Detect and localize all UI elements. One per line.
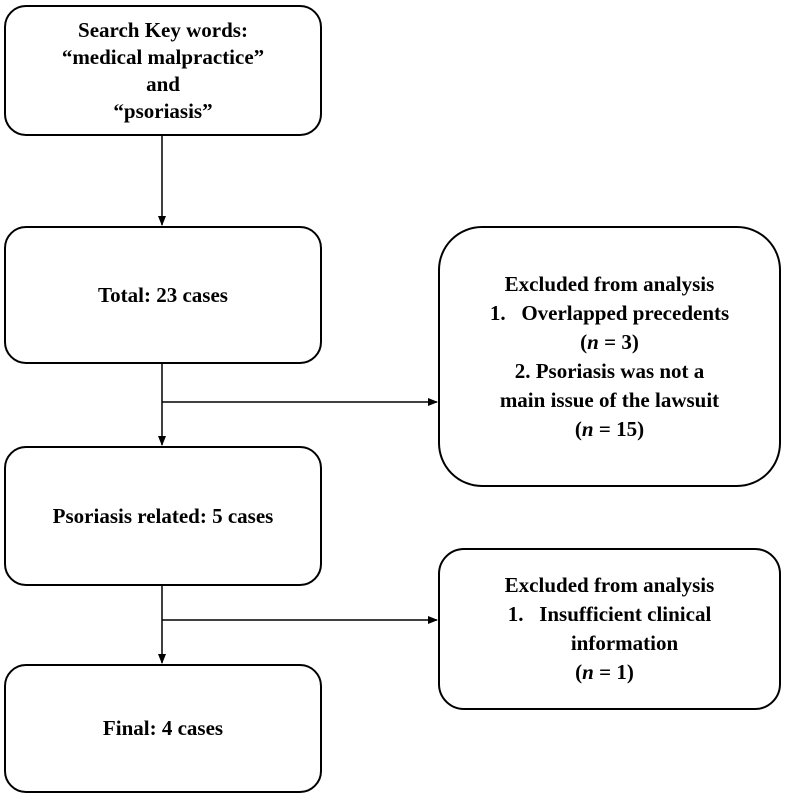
- exclusion-1-item-2-count: (n = 15): [574, 416, 645, 441]
- search-keywords-label: Search Key words:: [78, 17, 248, 42]
- psoriasis-related-box: Psoriasis related: 5 cases: [4, 446, 322, 586]
- search-term-2: “psoriasis”: [113, 98, 213, 123]
- exclusion-2-item-1-count: (n = 1): [575, 660, 634, 684]
- total-cases-text: Total: 23 cases: [98, 282, 228, 307]
- exclusion-1-item-2-n: n: [581, 416, 594, 441]
- exclusion-1-item-1-count: (n = 3): [580, 329, 639, 354]
- exclusion-2-item-1-value: = 1: [593, 660, 627, 684]
- exclusion-2-item-1-line-1: 1. Insufficient clinical: [507, 602, 712, 626]
- exclusion-1-title: Excluded from analysis: [504, 271, 715, 296]
- exclusion-1-item-2-value: = 15: [593, 416, 638, 441]
- search-term-1: “medical malpractice”: [61, 44, 265, 69]
- exclusion-2-title: Excluded from analysis: [504, 573, 715, 597]
- exclusion-box-2: Excluded from analysis 1. Insufficient c…: [438, 548, 781, 710]
- exclusion-box-1: Excluded from analysis 1. Overlapped pre…: [438, 226, 781, 487]
- search-keywords-box: Search Key words: “medical malpractice” …: [4, 5, 322, 136]
- exclusion-2-item-1-n: n: [582, 660, 594, 684]
- exclusion-1-item-1-n: n: [587, 329, 599, 354]
- exclusion-2-item-1-line-2: information: [570, 631, 679, 655]
- search-conjunction: and: [146, 71, 180, 96]
- exclusion-1-item-2-line-1: 2. Psoriasis was not a: [514, 358, 705, 383]
- exclusion-1-item-1-value: = 3: [598, 329, 632, 354]
- total-cases-box: Total: 23 cases: [4, 226, 322, 364]
- psoriasis-related-text: Psoriasis related: 5 cases: [52, 503, 274, 528]
- final-cases-text: Final: 4 cases: [102, 716, 224, 740]
- final-cases-box: Final: 4 cases: [4, 664, 322, 793]
- exclusion-1-item-1: 1. Overlapped precedents: [489, 300, 730, 325]
- exclusion-1-item-2-line-2: main issue of the lawsuit: [499, 387, 720, 412]
